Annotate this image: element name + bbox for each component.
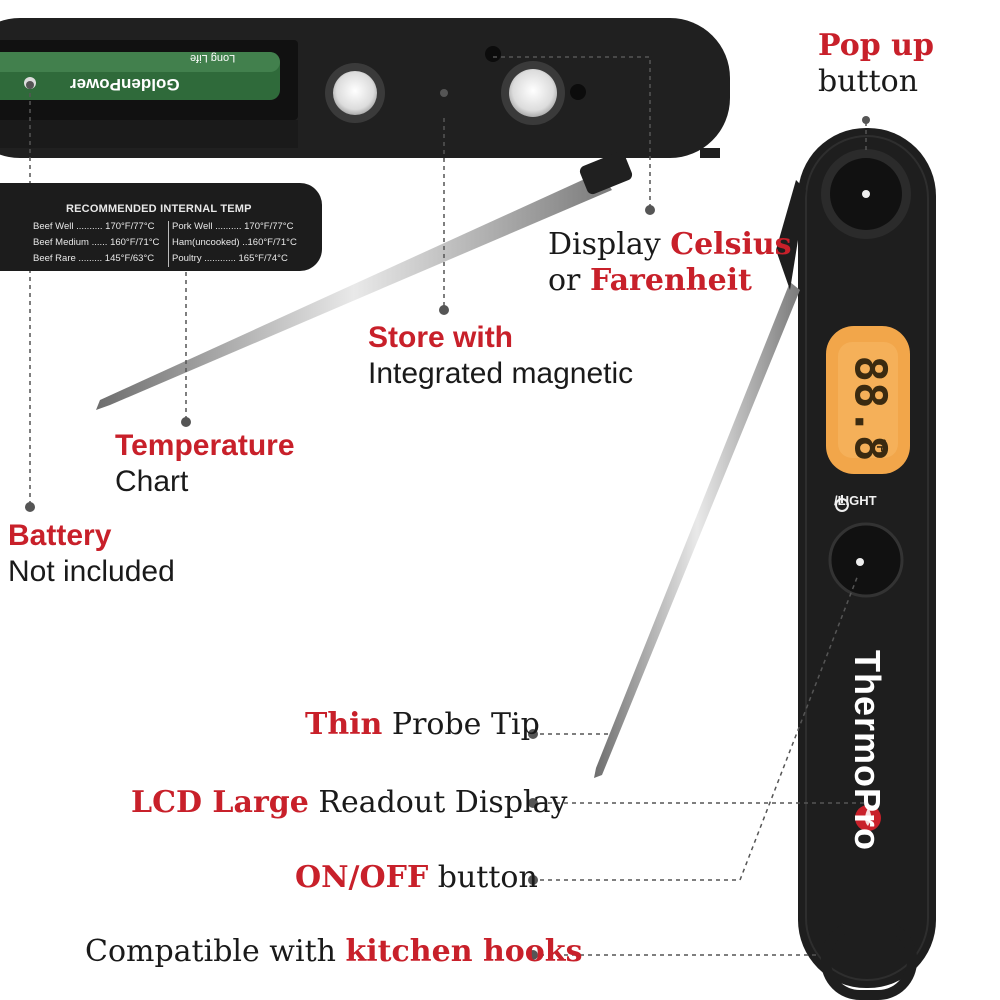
leader-lines — [29, 56, 867, 956]
thermometer-back-body — [0, 18, 730, 158]
chart-row: Poultry ............ 165°F/74°C — [172, 253, 288, 264]
temperature-chart-title: RECOMMENDED INTERNAL TEMP — [66, 203, 252, 215]
on-off-button[interactable] — [830, 524, 902, 596]
temperature-chart-card: RECOMMENDED INTERNAL TEMP Beef Well ....… — [0, 183, 322, 271]
temperature-chart-right: Pork Well .......... 170°F/77°C Ham(unco… — [172, 219, 297, 267]
chart-row: Beef Medium ...... 160°F/71°C — [33, 237, 160, 248]
chart-row: Beef Well .......... 170°F/77°C — [33, 221, 155, 232]
battery-brand-text: GoldenPower — [70, 75, 180, 94]
pop-up-callout: Pop up button — [818, 28, 934, 99]
magnet-right — [509, 69, 557, 117]
store-callout: Store with Integrated magnetic — [368, 321, 634, 390]
chart-row: Pork Well .......... 170°F/77°C — [172, 221, 294, 232]
temperature-chart-left: Beef Well .......... 170°F/77°C Beef Med… — [33, 219, 159, 267]
magnet-left — [333, 71, 377, 115]
chart-row: Ham(uncooked) ..160°F/71°C — [172, 237, 297, 248]
vertical-probe — [594, 282, 800, 778]
thin-probe-callout: Thin Probe Tip — [305, 707, 540, 742]
horizontal-probe — [96, 172, 612, 410]
chart-row: Beef Rare ......... 145°F/63°C — [33, 253, 155, 264]
display-callout: Display Celsius or Farenheit — [548, 227, 792, 298]
leader-dots — [25, 81, 870, 960]
hooks-callout: Compatible with kitchen hooks — [85, 934, 583, 969]
chart-separator — [168, 221, 169, 267]
power-icon — [835, 495, 849, 512]
battery-tag-text: Long Life — [190, 52, 236, 64]
flame-icon — [855, 805, 881, 831]
brand-logo: ThermoPro — [847, 650, 888, 852]
light-label: /LIGHT — [834, 493, 877, 508]
lcd-callout: LCD Large Readout Display — [131, 785, 568, 820]
thermometer-front-body — [798, 128, 936, 1000]
battery-callout: Battery Not included — [8, 519, 175, 588]
onoff-callout: ON/OFF button — [295, 860, 538, 895]
lcd-unit: °F — [874, 437, 889, 453]
hook-loop — [821, 920, 917, 1000]
temperature-callout: Temperature Chart — [115, 429, 295, 498]
